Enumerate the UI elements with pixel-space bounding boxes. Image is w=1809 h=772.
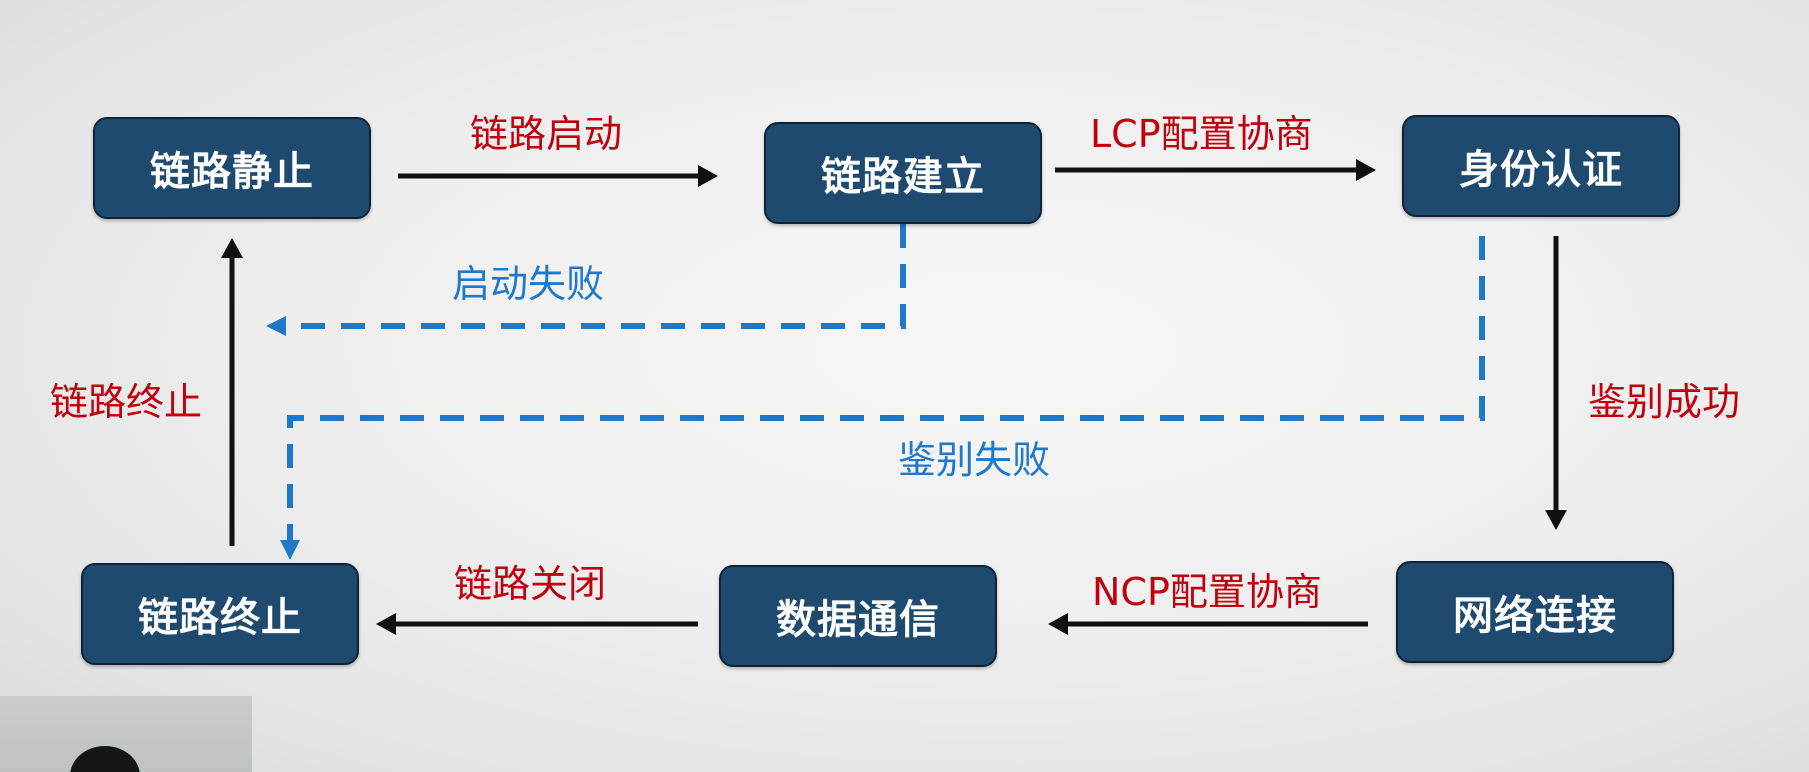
arrow-link-start-head xyxy=(698,165,718,187)
node-data-comm: 数据通信 xyxy=(719,565,997,667)
arrow-link-close-head xyxy=(376,613,396,635)
label-link-terminate: 链路终止 xyxy=(50,380,203,424)
node-authenticate: 身份认证 xyxy=(1402,115,1680,217)
arrow-auth-fail xyxy=(287,236,1485,540)
node-link-terminate: 链路终止 xyxy=(81,563,359,665)
arrow-lcp-negotiation-head xyxy=(1356,159,1376,181)
arrow-start-fail xyxy=(286,224,906,329)
arrow-start-fail-head xyxy=(266,316,286,336)
label-start-fail: 启动失败 xyxy=(452,262,605,306)
webcam-overlay xyxy=(0,696,252,772)
label-link-start: 链路启动 xyxy=(470,112,623,156)
node-link-establish: 链路建立 xyxy=(764,122,1042,224)
label-link-close: 链路关闭 xyxy=(454,562,607,606)
arrow-ncp-negotiation-head xyxy=(1048,613,1068,635)
label-auth-success: 鉴别成功 xyxy=(1588,380,1741,424)
arrow-link-terminate-head xyxy=(221,238,243,258)
arrow-auth-fail-head xyxy=(280,540,300,560)
label-ncp-negotiation: NCP配置协商 xyxy=(1092,570,1322,614)
label-auth-fail: 鉴别失败 xyxy=(898,438,1051,482)
node-network: 网络连接 xyxy=(1396,561,1674,663)
label-lcp-negotiation: LCP配置协商 xyxy=(1090,112,1313,156)
presenter-head xyxy=(70,746,140,772)
arrow-auth-success-head xyxy=(1545,510,1567,530)
node-link-dead: 链路静止 xyxy=(93,117,371,219)
